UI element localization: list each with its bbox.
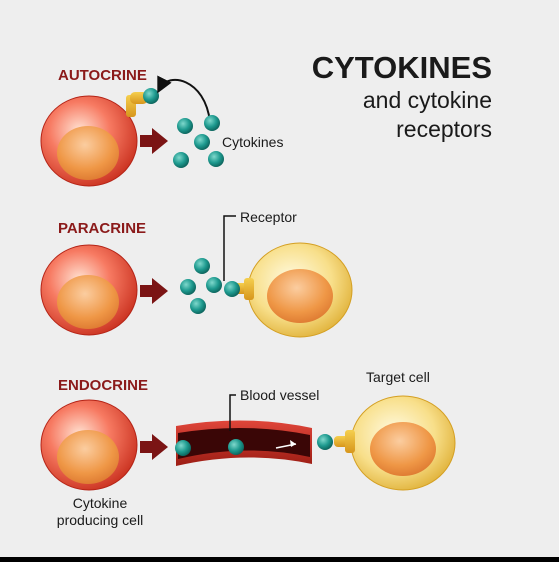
autocrine-return-arrow — [157, 75, 211, 123]
endocrine-bound-cytokine — [317, 434, 333, 450]
receptor-label: Receptor — [240, 209, 297, 225]
cytokine-molecule — [204, 115, 220, 131]
subtitle-line-2: receptors — [396, 116, 492, 142]
autocrine-producing-cell — [40, 95, 138, 187]
subtitle-line-1: and cytokine — [363, 87, 492, 113]
endocrine-label: ENDOCRINE — [58, 377, 148, 394]
nucleus — [57, 430, 119, 484]
cytokine-molecule — [180, 279, 196, 295]
cytokine-molecule — [190, 298, 206, 314]
cytokine-molecule — [194, 134, 210, 150]
main-title: CYTOKINES — [312, 50, 492, 85]
paracrine-bound-cytokine — [224, 281, 240, 297]
endocrine-producing-cell — [40, 399, 138, 491]
endocrine-target-cell — [350, 395, 456, 491]
producing-cell-label-line-1: Cytokine — [73, 495, 128, 511]
nucleus — [370, 422, 436, 476]
cytokine-molecule — [206, 277, 222, 293]
cytokines-label: Cytokines — [222, 134, 283, 150]
vessel-lumen — [178, 427, 310, 459]
blood-vessel — [175, 420, 312, 466]
receptor-leader-line — [223, 215, 236, 281]
blood-vessel-leader-line — [229, 394, 236, 431]
cytokine-molecule — [194, 258, 210, 274]
autocrine-cytokines — [173, 115, 224, 168]
paracrine-secretion-arrow — [140, 278, 168, 304]
cytokine-molecule — [175, 440, 191, 456]
blood-vessel-label: Blood vessel — [240, 387, 319, 403]
cytokine-molecule — [177, 118, 193, 134]
paracrine-target-cell — [247, 242, 353, 338]
nucleus — [57, 126, 119, 180]
cytokine-molecule — [208, 151, 224, 167]
endocrine-receptor — [334, 430, 355, 453]
autocrine-bound-cytokine — [143, 88, 159, 104]
paracrine-cytokines — [180, 258, 222, 314]
cytokine-molecule — [228, 439, 244, 455]
endocrine-secretion-arrow — [140, 434, 168, 460]
nucleus — [57, 275, 119, 329]
autocrine-label: AUTOCRINE — [58, 67, 147, 84]
cytokine-molecule — [173, 152, 189, 168]
paracrine-label: PARACRINE — [58, 220, 146, 237]
nucleus — [267, 269, 333, 323]
producing-cell-label-line-2: producing cell — [57, 512, 143, 528]
paracrine-producing-cell — [40, 244, 138, 336]
target-cell-label: Target cell — [366, 369, 430, 385]
autocrine-secretion-arrow — [140, 128, 168, 154]
